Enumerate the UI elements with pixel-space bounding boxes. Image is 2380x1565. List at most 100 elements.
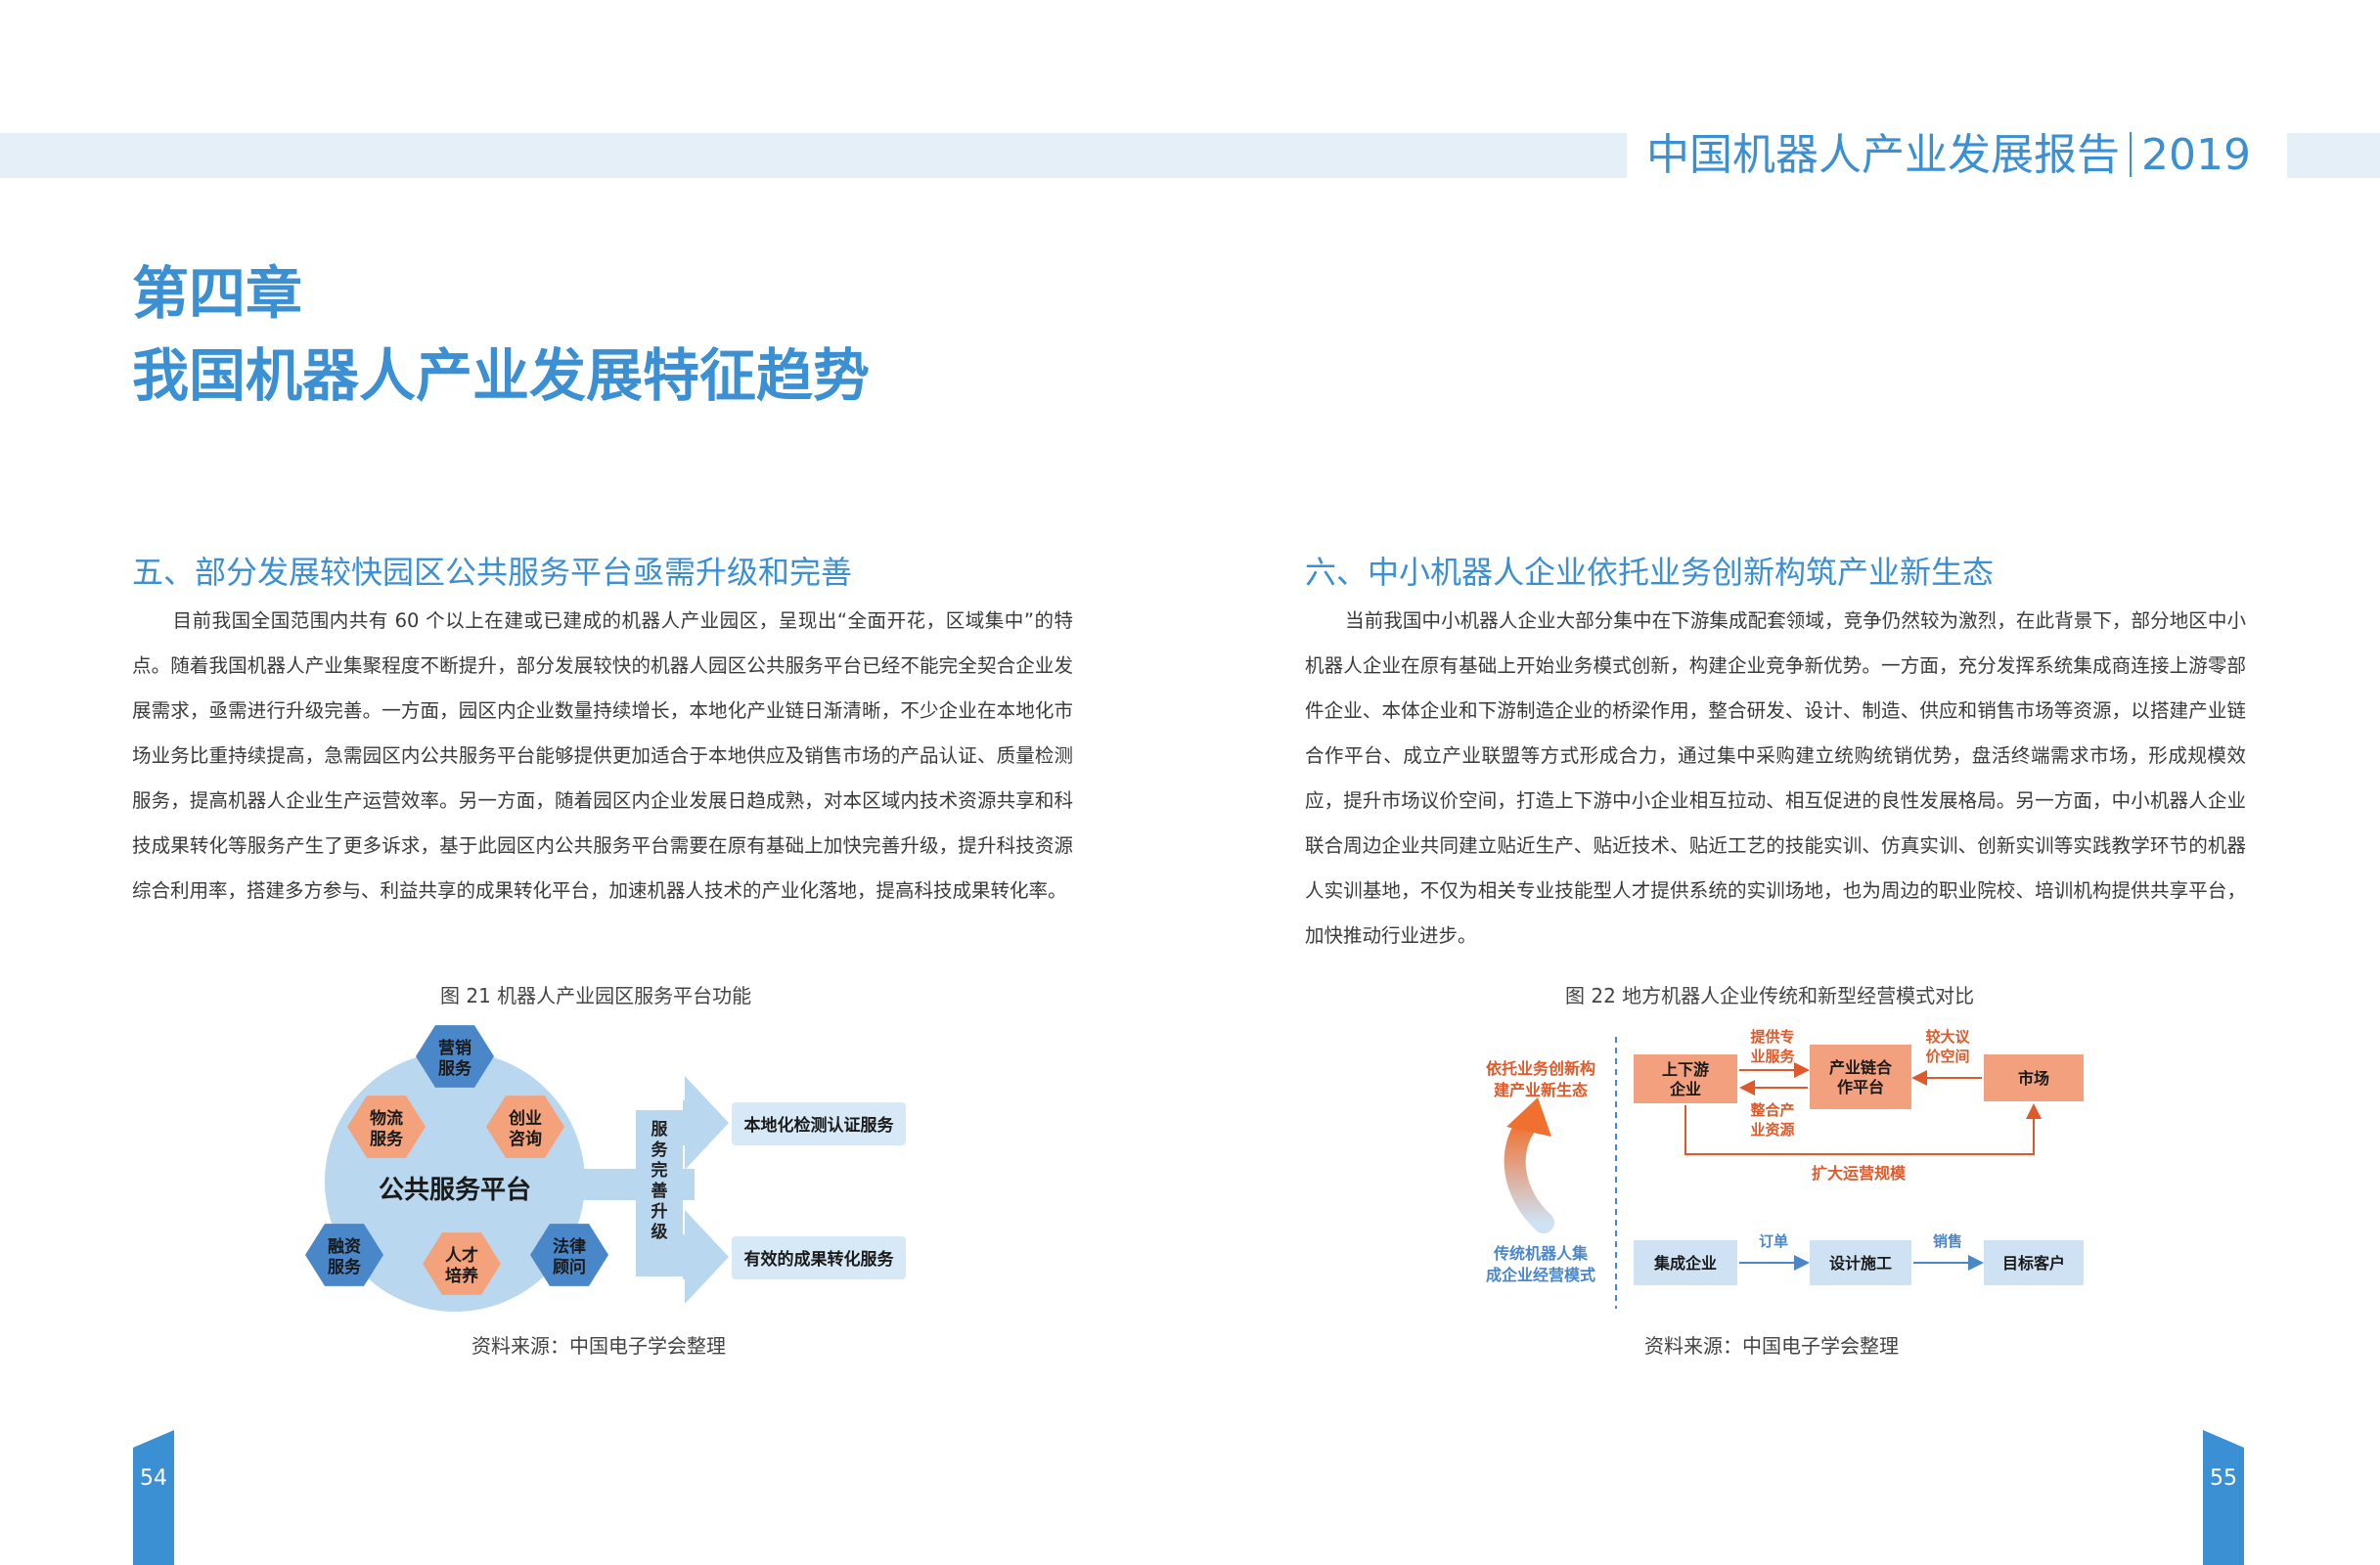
label-old-mode: 传统机器人集成企业经营模式 [1486, 1244, 1595, 1284]
box-integrator-label-line: 集成企业 [1653, 1254, 1717, 1273]
hexagon-label-legal-line: 法律 [553, 1236, 586, 1257]
hexagon-label-finance-line: 服务 [328, 1257, 362, 1277]
page-number-left: 54 [140, 1466, 167, 1491]
arrow-up-right [683, 1076, 729, 1170]
label-provide-line: 业服务 [1750, 1048, 1795, 1065]
output-box-2 [732, 1236, 906, 1279]
label-old-mode-line: 成企业经营模式 [1486, 1266, 1595, 1284]
upgrade-label-char: 完 [651, 1160, 668, 1181]
label-sales: 销售 [1933, 1232, 1962, 1250]
hexagon-label-startup: 创业咨询 [508, 1108, 542, 1149]
hexagon-label-logistics-line: 物流 [370, 1108, 403, 1129]
label-integrate: 整合产业资源 [1750, 1101, 1794, 1139]
hexagon-label-legal-line: 顾问 [553, 1257, 586, 1277]
label-new-mode-line: 建产业新生态 [1494, 1081, 1588, 1099]
label-order: 订单 [1759, 1232, 1788, 1250]
hexagon-label-finance-line: 融资 [328, 1236, 361, 1257]
box-customer [1984, 1240, 2084, 1285]
hexagon-label-marketing-line: 营销 [438, 1038, 472, 1058]
page-tab-right-shape [2203, 1430, 2244, 1565]
report-title-text: 中国机器人产业发展报告 [1646, 130, 2120, 180]
box-design [1810, 1240, 1911, 1285]
chapter-heading: 第四章 我国机器人产业发展特征趋势 [132, 252, 870, 417]
page-number-right: 55 [2210, 1466, 2237, 1491]
page-tab-left-shape [133, 1430, 174, 1565]
box-design-label-line: 设计施工 [1829, 1254, 1892, 1273]
label-integrate-line: 整合产 [1750, 1101, 1794, 1119]
transition-arrow [1504, 1112, 1554, 1233]
figure-22-labels: 依托业务创新构建产业新生态传统机器人集成企业经营模式提供专业服务整合产业资源较大… [1486, 1028, 1971, 1284]
figure-22-source: 资料来源：中国电子学会整理 [1644, 1334, 1899, 1358]
header-band-gap [1627, 129, 2287, 182]
hexagon-label-logistics: 物流服务 [370, 1108, 404, 1149]
hexagon-legal [530, 1224, 608, 1286]
box-customer-label-line: 目标客户 [2002, 1254, 2065, 1273]
box-market-label: 市场 [2018, 1069, 2049, 1088]
box-upstream-label-line: 企业 [1669, 1080, 1701, 1098]
box-upstream [1634, 1054, 1737, 1103]
hexagon-label-talent: 人才培养 [445, 1245, 479, 1286]
platform-center-label: 公共服务平台 [379, 1175, 531, 1205]
figure-21-source: 资料来源：中国电子学会整理 [472, 1334, 726, 1358]
label-expand: 扩大运营规模 [1812, 1164, 1907, 1183]
hexagon-label-startup-line: 创业 [508, 1108, 542, 1129]
page-tab-left: 54 [133, 1430, 174, 1565]
connector-trunk [636, 1110, 683, 1276]
hexagon-talent [423, 1232, 501, 1295]
upgrade-label-char: 级 [651, 1222, 668, 1242]
label-order-line: 订单 [1759, 1232, 1788, 1250]
hexagon-label-logistics-line: 服务 [370, 1129, 404, 1149]
upgrade-label-char: 服 [651, 1120, 669, 1140]
arrow-down-right [683, 1210, 729, 1304]
report-title: 中国机器人产业发展报告 2019 [1646, 129, 2251, 182]
box-platform-label-line: 作平台 [1837, 1078, 1884, 1096]
output-box-1 [732, 1102, 906, 1145]
section-title-6: 六、中小机器人企业依托业务创新构筑产业新生态 [1305, 554, 1995, 591]
title-divider [2130, 132, 2132, 177]
figure-22-business-models: 依托业务创新构建产业新生态传统机器人集成企业经营模式提供专业服务整合产业资源较大… [1486, 1028, 2084, 1309]
upgrade-label-char: 务 [651, 1140, 669, 1160]
hexagon-marketing [416, 1025, 494, 1088]
hexagon-label-talent-line: 人才 [445, 1245, 478, 1266]
label-expand-line: 扩大运营规模 [1812, 1164, 1907, 1183]
hexagon-logistics [347, 1096, 426, 1158]
hexagon-finance [305, 1224, 383, 1286]
hexagon-label-finance: 融资服务 [328, 1236, 362, 1277]
box-upstream-label: 上下游企业 [1662, 1060, 1709, 1098]
arrow-expand [1684, 1103, 2042, 1155]
box-integrator [1634, 1240, 1737, 1285]
output-label-2: 有效的成果转化服务 [744, 1249, 895, 1270]
hexagon-label-marketing: 营销服务 [438, 1038, 472, 1079]
hexagon-label-marketing-line: 服务 [438, 1058, 472, 1079]
figure-21-caption: 图 21 机器人产业园区服务平台功能 [440, 984, 752, 1007]
box-market [1984, 1054, 2084, 1101]
label-old-mode-line: 传统机器人集 [1493, 1244, 1589, 1263]
section-6-paragraph: 当前我国中小机器人企业大部分集中在下游集成配套领域，竞争仍然较为激烈，在此背景下… [1305, 599, 2246, 959]
label-integrate-line: 业资源 [1750, 1121, 1794, 1139]
section-6-text: 当前我国中小机器人企业大部分集中在下游集成配套领域，竞争仍然较为激烈，在此背景下… [1305, 609, 2246, 947]
hexagon-label-legal: 法律顾问 [553, 1236, 586, 1277]
hexagon-startup [486, 1096, 564, 1158]
box-design-label: 设计施工 [1829, 1254, 1892, 1273]
section-5-text: 目前我国全国范围内共有 60 个以上在建或已建成的机器人产业园区，呈现出“全面开… [132, 609, 1073, 902]
transition-arrow-head [1506, 1097, 1551, 1137]
label-sales-line: 销售 [1933, 1232, 1962, 1250]
label-new-mode-line: 依托业务创新构 [1486, 1059, 1595, 1078]
report-year: 2019 [2141, 130, 2251, 180]
label-provide: 提供专业服务 [1750, 1028, 1795, 1065]
output-label-1: 本地化检测认证服务 [744, 1115, 895, 1136]
box-integrator-label: 集成企业 [1653, 1254, 1717, 1273]
chapter-number: 第四章 [132, 260, 303, 327]
label-bargain-line: 较大议 [1925, 1028, 1970, 1046]
label-bargain: 较大议价空间 [1925, 1028, 1970, 1065]
hexagon-label-startup-line: 咨询 [509, 1129, 542, 1149]
box-platform-label: 产业链合作平台 [1829, 1058, 1893, 1096]
label-provide-line: 提供专 [1750, 1028, 1794, 1046]
section-title-5: 五、部分发展较快园区公共服务平台亟需升级和完善 [132, 554, 853, 591]
label-new-mode: 依托业务创新构建产业新生态 [1486, 1059, 1595, 1099]
chapter-title: 我国机器人产业发展特征趋势 [132, 342, 871, 409]
box-customer-label: 目标客户 [2002, 1254, 2065, 1273]
